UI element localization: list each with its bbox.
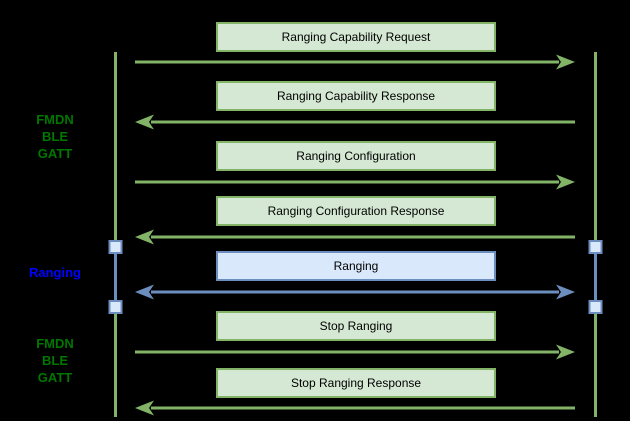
arrowhead-right-icon (556, 54, 575, 70)
arrowhead-left-icon (135, 229, 154, 245)
message-box-ranging-capability-request: Ranging Capability Request (216, 22, 496, 52)
arrow-ranging-capability-response (135, 114, 575, 130)
arrowhead-left-icon (135, 284, 154, 300)
channel-label-line: Ranging (29, 265, 81, 280)
arrow-ranging-configuration (135, 174, 575, 190)
arrowhead-left-icon (135, 400, 154, 416)
arrow-stop-ranging (135, 344, 575, 360)
message-box-ranging-capability-response: Ranging Capability Response (216, 81, 496, 111)
arrow-stop-ranging-response (135, 400, 575, 416)
message-box-ranging-configuration: Ranging Configuration (216, 141, 496, 171)
message-box-ranging-configuration-response: Ranging Configuration Response (216, 196, 496, 226)
activation-marker-left-top (108, 240, 123, 254)
arrow-ranging-capability-request (135, 54, 575, 70)
channel-label-line: FMDN (36, 112, 74, 127)
arrow-ranging-bidirectional (135, 284, 575, 300)
channel-label-line: FMDN (36, 336, 74, 351)
channel-label-gatt-bottom: FMDN BLE GATT (5, 335, 105, 386)
message-box-stop-ranging-response: Stop Ranging Response (216, 368, 496, 398)
channel-label-line: GATT (37, 370, 73, 385)
activation-marker-right-bottom (588, 300, 603, 314)
message-box-ranging: Ranging (216, 251, 496, 281)
arrowhead-right-icon (556, 174, 575, 190)
activation-marker-right-top (588, 240, 603, 254)
channel-label-line: GATT (37, 146, 73, 161)
activation-marker-left-bottom (108, 300, 123, 314)
channel-label-ranging: Ranging (5, 264, 105, 281)
arrow-ranging-configuration-response (135, 229, 575, 245)
arrowhead-left-icon (135, 114, 154, 130)
channel-label-line: BLE (42, 129, 68, 144)
message-box-stop-ranging: Stop Ranging (216, 311, 496, 341)
arrowhead-right-icon (556, 344, 575, 360)
channel-label-gatt-top: FMDN BLE GATT (5, 111, 105, 162)
arrowhead-right-icon (556, 284, 575, 300)
channel-label-line: BLE (42, 353, 68, 368)
